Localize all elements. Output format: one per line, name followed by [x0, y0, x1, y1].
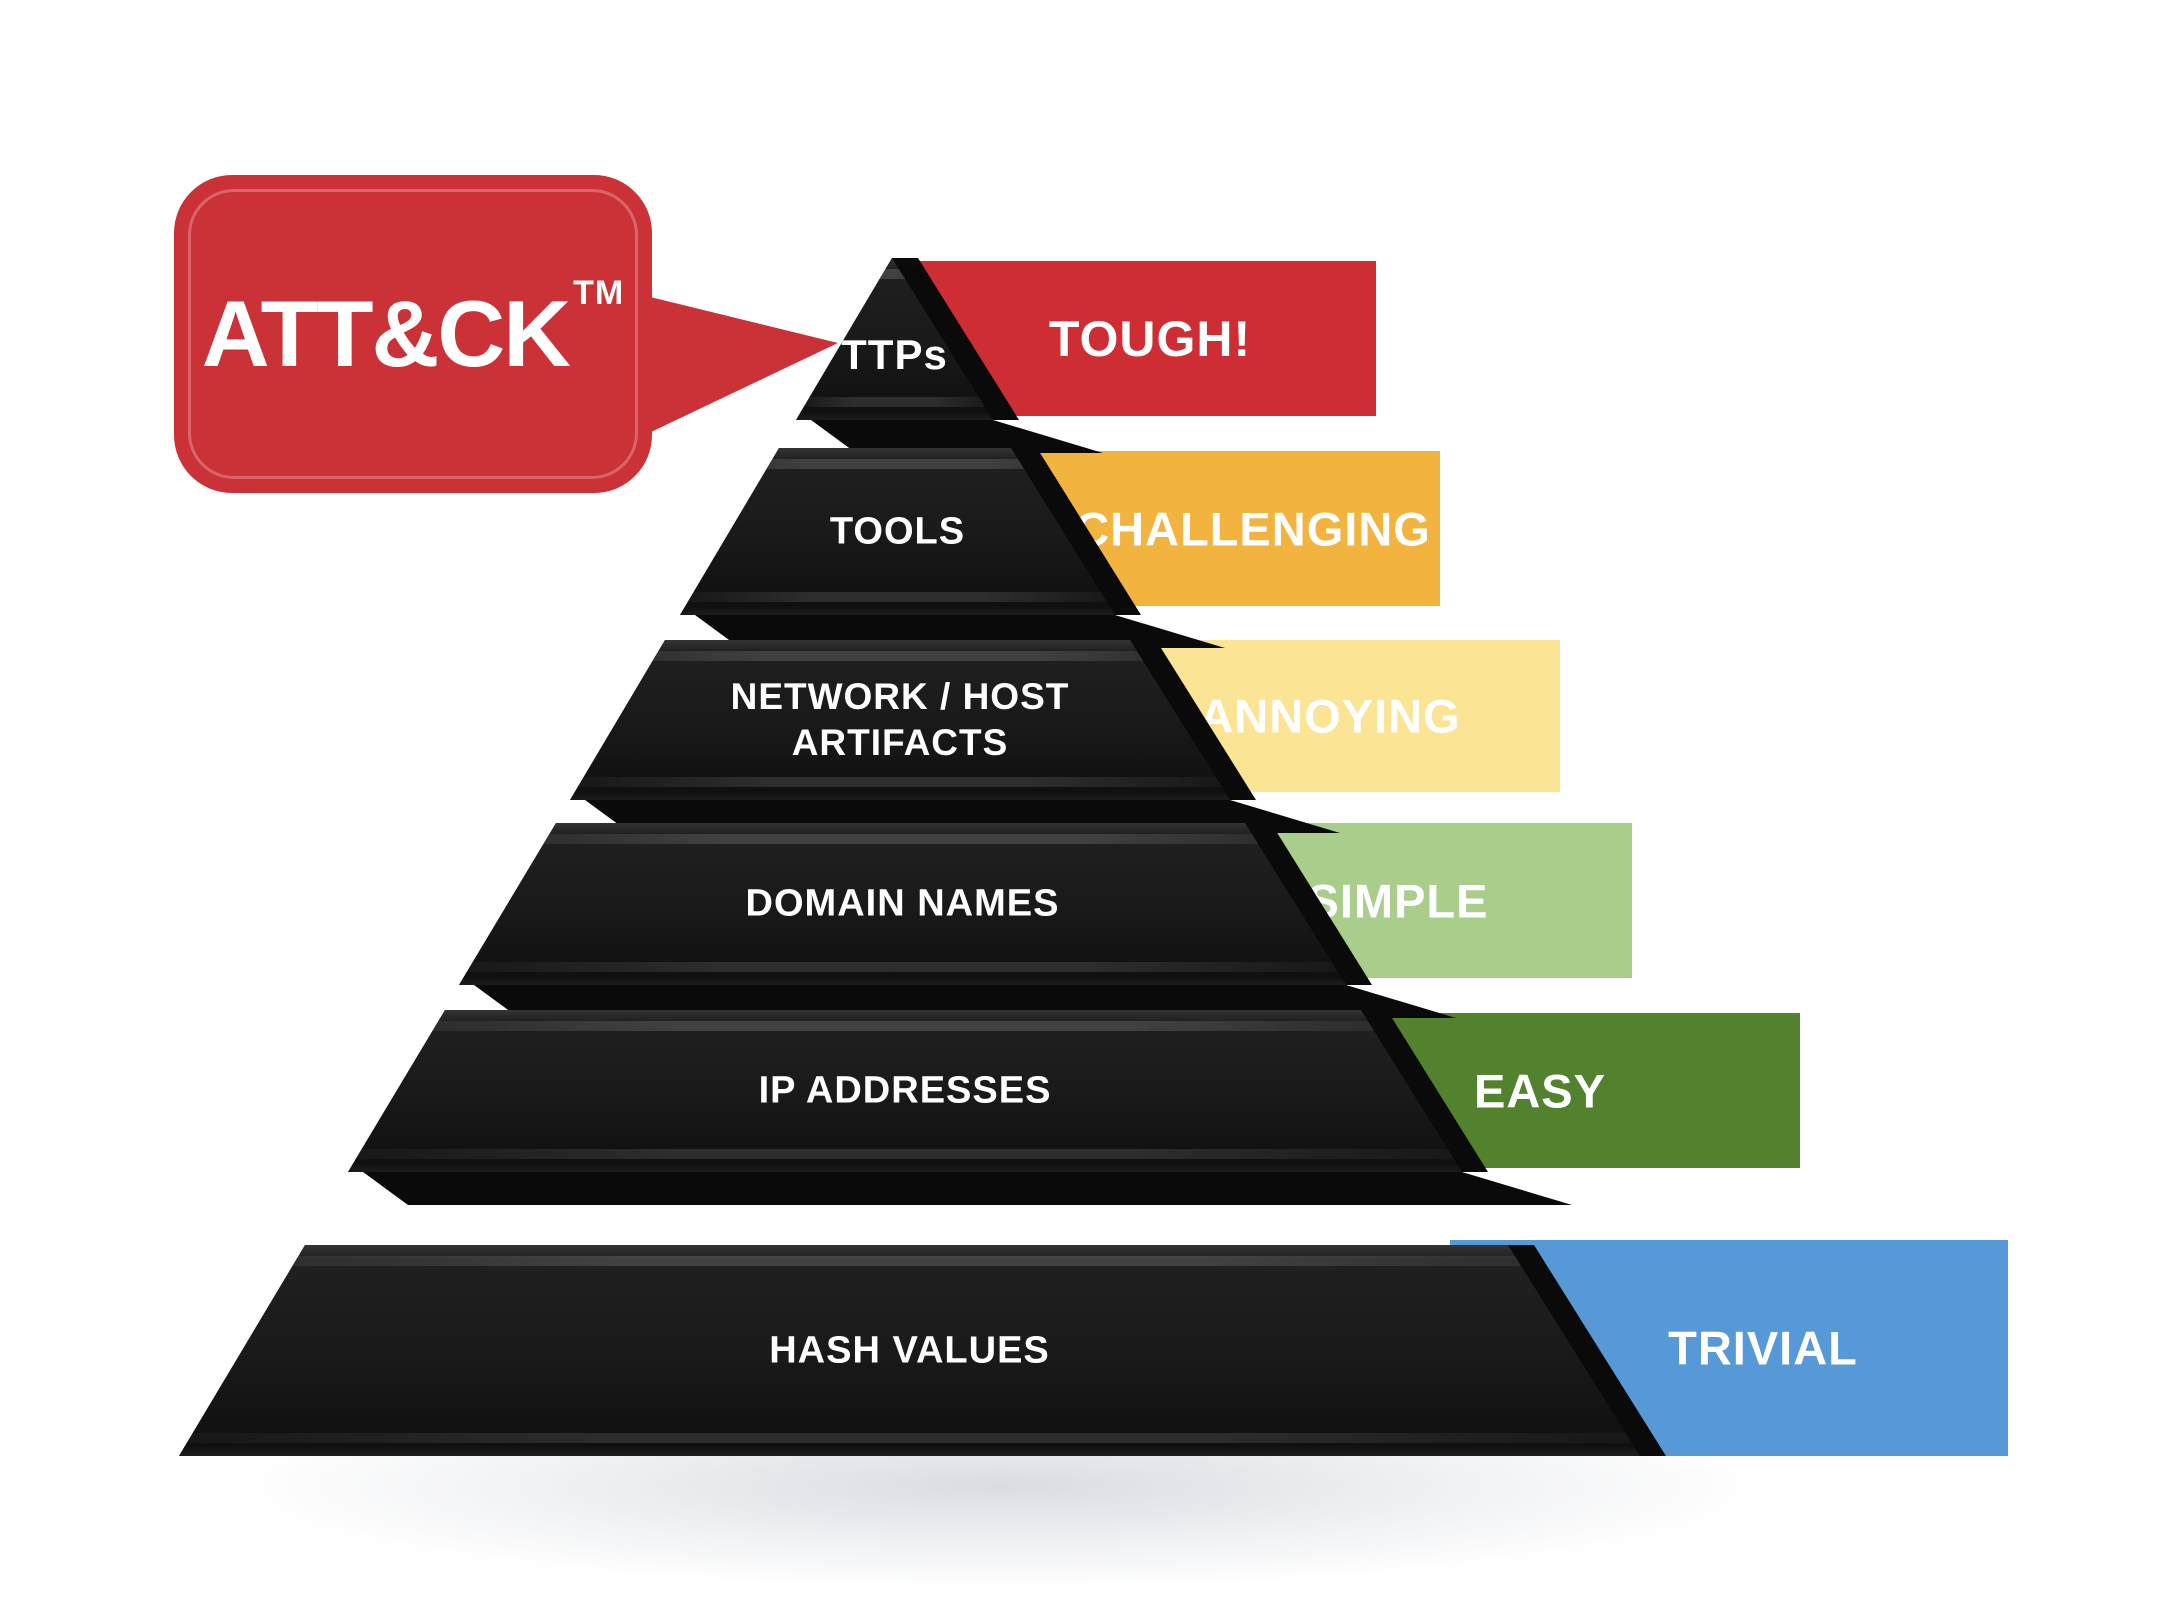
pyramid-level-domain-names: DOMAIN NAMES: [459, 823, 1346, 985]
difficulty-label-challenging: CHALLENGING: [1075, 502, 1431, 555]
level-label-ttps: TTPs: [841, 331, 948, 379]
difficulty-label-easy: EASY: [1474, 1064, 1606, 1117]
level-label-network-host-artifacts: NETWORK / HOST ARTIFACTS: [730, 675, 1070, 763]
difficulty-label-simple: SIMPLE: [1307, 874, 1489, 927]
ground-shadow: [220, 1430, 1780, 1590]
level-label-ip-addresses: IP ADDRESSES: [758, 1069, 1052, 1112]
level-label-domain-names: DOMAIN NAMES: [745, 882, 1060, 925]
callout-inner-border: [188, 189, 638, 479]
trademark-symbol: TM: [573, 274, 625, 312]
pyramid-level-hash-values: HASH VALUES: [179, 1245, 1640, 1456]
difficulty-label-annoying: ANNOYING: [1199, 689, 1461, 743]
pyramid-level-network-host-artifacts: NETWORK / HOST ARTIFACTS: [570, 640, 1230, 800]
level-label-tools: TOOLS: [829, 510, 966, 552]
level-drop-shadow: [363, 1172, 1572, 1205]
level-label-hash-values: HASH VALUES: [769, 1329, 1050, 1371]
pyramid-level-ip-addresses: IP ADDRESSES: [348, 1010, 1462, 1172]
difficulty-label-tough: TOUGH!: [1048, 310, 1252, 367]
difficulty-label-trivial: TRIVIAL: [1668, 1321, 1858, 1375]
